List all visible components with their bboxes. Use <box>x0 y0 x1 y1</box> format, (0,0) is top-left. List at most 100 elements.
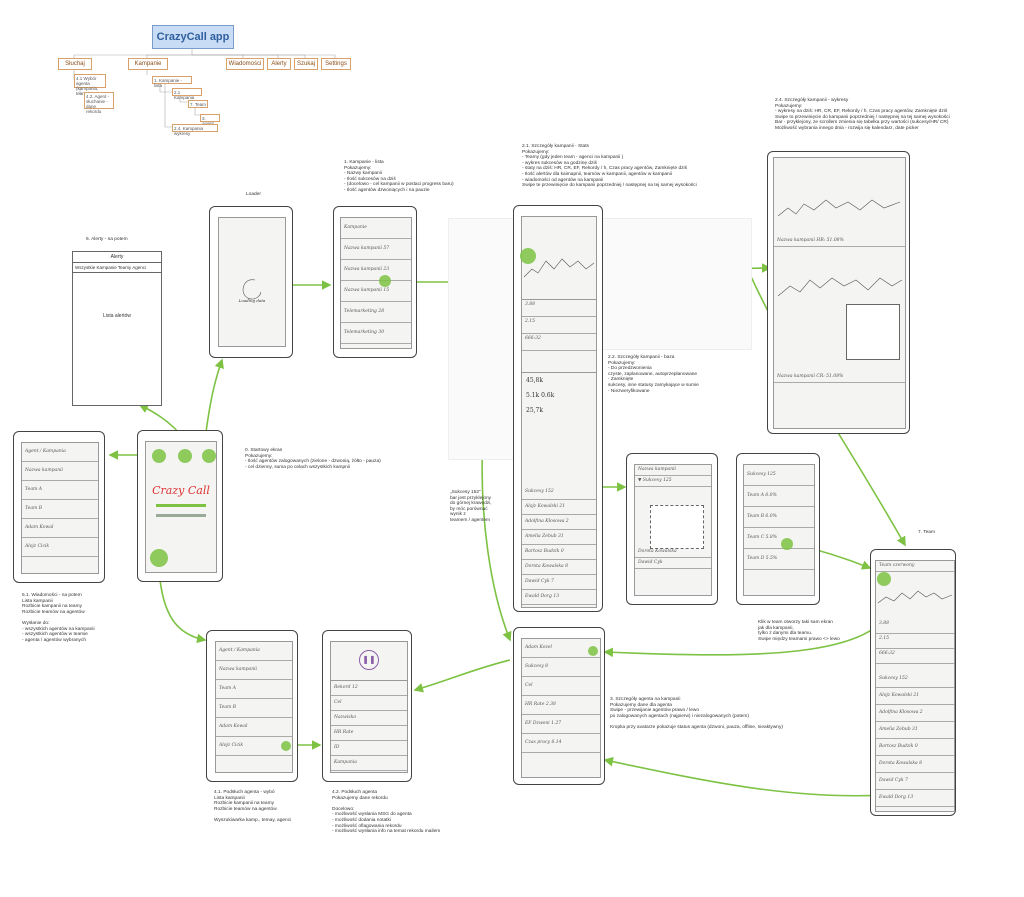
agent-row[interactable]: Amelia Zebub 31 <box>522 530 596 545</box>
sitemap-camp-4: 3. Agent <box>200 114 220 126</box>
agent-row[interactable]: Ewald Dorg 13 <box>522 590 596 605</box>
team-select-dot[interactable] <box>520 248 536 264</box>
nav-sluchaj: Słuchaj <box>58 58 92 70</box>
team-agent-row[interactable]: Dorota Kowalska 8 <box>876 756 954 773</box>
charts-mountains <box>777 199 903 297</box>
loader-phone: Loading data <box>209 206 293 358</box>
agent-stat-row[interactable]: Sukcesy 8 <box>522 658 600 677</box>
campaign-select-dot[interactable] <box>379 275 391 287</box>
agent-stat-row[interactable]: EF Dzwoni 1.27 <box>522 715 600 734</box>
loader-spinner-icon <box>242 279 262 300</box>
team-d-dot[interactable] <box>781 538 793 550</box>
message-row[interactable]: Nazwa kampanii <box>22 462 98 481</box>
campaign-row[interactable]: Nazwa kampanii 15 <box>341 281 411 302</box>
record-field-row[interactable]: Rekord 12 <box>331 681 407 696</box>
message-row[interactable]: Adam Kowal <box>22 519 98 538</box>
listen-choice-row[interactable]: Team B <box>216 699 292 718</box>
campaign-row[interactable]: Telemarketing 28 <box>341 302 411 323</box>
agent-row[interactable]: Adolfina Kłosowa 2 <box>522 515 596 530</box>
team-agent-row[interactable]: Alojz Kowalski 21 <box>876 688 954 705</box>
record-field-row[interactable]: Kampania <box>331 756 407 771</box>
agent-row[interactable]: Sukcesy 152 <box>522 485 596 500</box>
loader-text: Loading data <box>238 298 266 303</box>
alerts-list: Lista alertów <box>102 313 132 319</box>
listen-choice-row[interactable]: Alojz Cicik <box>216 737 292 756</box>
nav-settings: Settings <box>321 58 351 70</box>
pause-icon[interactable]: ❚❚ <box>359 650 379 670</box>
message-row[interactable]: Alojz Cicik <box>22 538 98 557</box>
listen-choice-row[interactable]: Adam Kowal <box>216 718 292 737</box>
note-listen-agent: 4.2. Podsłuch agenta Pokazujemy dane rek… <box>332 790 441 835</box>
campaign-row[interactable]: Nazwa kampanii 57 <box>341 239 411 260</box>
campaign-row[interactable]: Nazwa kampanii 23 <box>341 260 411 281</box>
agent-stat-row[interactable]: HR Rate 2.38 <box>522 696 600 715</box>
agent-row[interactable]: Dawid Cyk 7 <box>522 575 596 590</box>
team-agent-row[interactable]: Sukcesy 152 <box>876 671 954 688</box>
agent-stat-row[interactable]: Cel <box>522 677 600 696</box>
note-messages: 5.1. Wiadomości - na potem Lista kampani… <box>22 593 95 643</box>
message-row[interactable]: Team A <box>22 481 98 500</box>
note-start-screen: 0. Startowy ekran Pokazujemy: - Ilość ag… <box>245 448 381 470</box>
listen-choice-row[interactable]: Nazwa kampanii <box>216 661 292 680</box>
nav-szukaj: Szukaj <box>294 58 318 70</box>
message-row[interactable]: Team B <box>22 500 98 519</box>
sitemap-camp-3: 7. Team <box>188 100 208 108</box>
sitemap-camp-1: 1. Kampanie - lista <box>152 76 192 88</box>
ghost-screen-right <box>600 218 752 350</box>
team-row[interactable]: Team A 6.0% <box>744 486 814 507</box>
note-campaign-stats: 2.1. Szczegóły kampanii - Stats Pokazuje… <box>522 144 697 189</box>
note-campaign-base: 2.2. Szczegóły kampanii - baza Pokazujem… <box>608 355 699 394</box>
team-agent-row[interactable]: Dawid Cyk 7 <box>876 773 954 790</box>
agent-stat-row[interactable]: Czas pracy 6.14 <box>522 734 600 753</box>
team-agent-row[interactable]: Amelia Zebub 31 <box>876 722 954 739</box>
note-campaign-charts: 2.4. Szczegóły kampanii - wykresy Pokazu… <box>775 98 950 131</box>
charts-phone: Nazwa kampanii HR: 51.08% Nazwa kampanii… <box>767 151 910 434</box>
agent-stat-row[interactable]: Adam Kozel <box>522 639 600 658</box>
team-dot[interactable] <box>877 572 891 586</box>
campaign-row[interactable]: Kampanie <box>341 218 411 239</box>
nav-wiadomosci: Wiadomości <box>226 58 264 70</box>
record-field-row[interactable]: ID <box>331 741 407 756</box>
message-row[interactable]: Agent / Kampania <box>22 443 98 462</box>
team-agent-row[interactable]: Adolfina Kłosowa 2 <box>876 705 954 722</box>
agent-row[interactable]: Bartosz Budzik 0 <box>522 545 596 560</box>
listen-agent-dot[interactable] <box>281 741 291 751</box>
start-dot-campaigns[interactable] <box>202 449 216 463</box>
start-logo: Crazy Call <box>152 484 210 497</box>
team-row[interactable]: Team D 5.5% <box>744 549 814 570</box>
record-field-row[interactable]: Nazwisko <box>331 711 407 726</box>
team-row[interactable]: Sukcesy 125 <box>744 465 814 486</box>
team-row[interactable]: Team C 5.8% <box>744 528 814 549</box>
team-agent-row[interactable]: Ewald Dorg 13 <box>876 790 954 807</box>
sitemap-camp-5: 2.4. Kampania wykresy <box>172 124 218 136</box>
listen-choice-row[interactable]: Team A <box>216 680 292 699</box>
alerts-tabs[interactable]: Wszystkie Kampanie Teamy Agenci <box>73 263 161 273</box>
listen-choice-row[interactable]: Agent / Kampania <box>216 642 292 661</box>
agent-row[interactable]: Dorota Kowalska 8 <box>522 560 596 575</box>
record-field-row[interactable]: HR Rate <box>331 726 407 741</box>
sitemap-listen-sub: 4.1 Wybór agenta (kampania, teamy) <box>74 74 106 96</box>
team-chart <box>877 590 953 604</box>
agent-status-dot[interactable] <box>588 646 598 656</box>
start-dot-loader[interactable] <box>178 449 192 463</box>
team-row[interactable]: Team B 6.0% <box>744 507 814 528</box>
record-field-row[interactable]: Cel <box>331 696 407 711</box>
start-phone: Crazy Call <box>137 430 223 582</box>
team-label: 7. Team <box>918 530 935 535</box>
sitemap-camp-2: 2.1 Kampania <box>172 88 202 100</box>
note-campaign-list: 1. Kampanie - lista Pokazujemy: - Nazwy … <box>344 160 454 193</box>
campaign-row[interactable]: Telemarketing 30 <box>341 323 411 344</box>
agent-row[interactable]: Alojz Kowalski 21 <box>522 500 596 515</box>
note-agent-detail: 3. Szczegóły agenta na kampanii Pokazuje… <box>610 697 783 730</box>
ghost-screen-left <box>448 218 516 460</box>
team-agent-row[interactable]: Bartosz Budzik 0 <box>876 739 954 756</box>
sitemap-listen-sub2: 4.2. Agent - słuchanie - dane rekordu <box>84 92 114 114</box>
teams-expand-phone: Nazwa kampanii ▼ Sukcesy 125 Dorota Kowa… <box>626 453 718 605</box>
start-dot-alerts[interactable] <box>152 449 166 463</box>
start-dot-listen[interactable] <box>150 549 168 567</box>
